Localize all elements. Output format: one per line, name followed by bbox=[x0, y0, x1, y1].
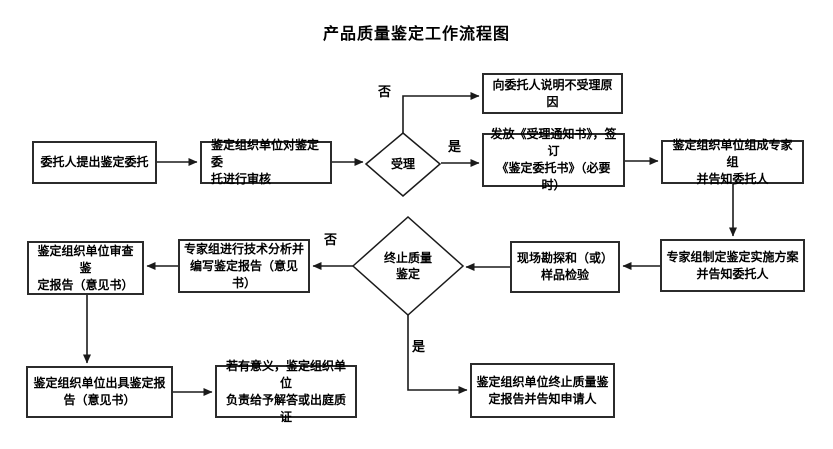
label-terminate-no: 否 bbox=[324, 233, 338, 248]
node-technical-analysis: 专家组进行技术分析并 编写鉴定报告（意见书） bbox=[178, 239, 310, 293]
decision-terminate-shape bbox=[351, 215, 465, 317]
node-entrust-request: 委托人提出鉴定委托 bbox=[32, 141, 157, 184]
node-explain-rejection: 向委托人说明不受理原因 bbox=[482, 73, 623, 114]
node-site-survey: 现场勘探和（或） 样品检验 bbox=[510, 241, 620, 293]
flowchart-title: 产品质量鉴定工作流程图 bbox=[322, 24, 510, 43]
node-issue-notice: 发放《受理通知书》，签订 《鉴定委托书》（必要时） bbox=[482, 127, 625, 192]
label-accept-no: 否 bbox=[378, 85, 392, 100]
decision-terminate-label: 终止质量 鉴定 bbox=[383, 251, 432, 281]
label-accept-yes: 是 bbox=[448, 140, 462, 155]
decision-accept-shape bbox=[364, 132, 442, 197]
node-issue-report: 鉴定组织单位出具鉴定报 告（意见书） bbox=[26, 366, 173, 418]
node-review-report: 鉴定组织单位审查鉴 定报告（意见书） bbox=[27, 241, 144, 295]
node-form-expert-group: 鉴定组织单位组成专家组 并告知委托人 bbox=[661, 138, 804, 186]
decision-accept-label: 受理 bbox=[390, 157, 415, 171]
node-answer-questions: 若有意义，鉴定组织单位 负责给予解答或出庭质证 bbox=[215, 359, 357, 424]
connector-accept-no-to-explain bbox=[402, 92, 480, 133]
label-terminate-yes: 是 bbox=[412, 340, 426, 355]
node-review-entrustment: 鉴定组织单位对鉴定委 托进行审核 bbox=[200, 138, 332, 186]
node-make-plan: 专家组制定鉴定实施方案 并告知委托人 bbox=[660, 239, 805, 292]
node-terminate-report: 鉴定组织单位终止质量鉴 定报告并告知申请人 bbox=[470, 363, 615, 418]
